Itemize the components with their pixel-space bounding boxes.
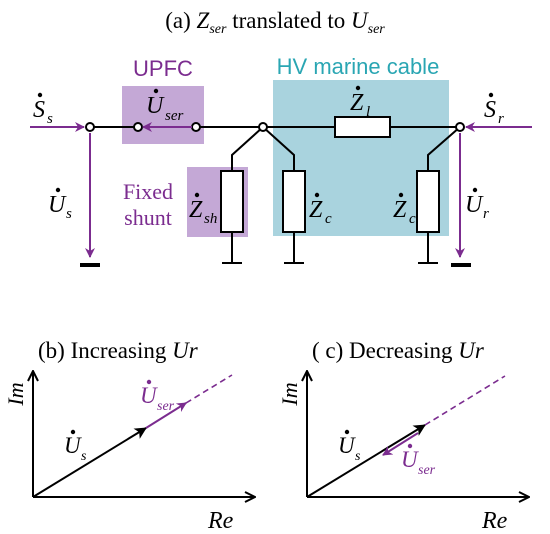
phasor-b-us-dot: [70, 429, 76, 435]
us-dot: [55, 187, 61, 193]
user-main: U: [146, 93, 165, 119]
sr-sub: r: [498, 111, 504, 127]
title-middle: translated to: [226, 8, 351, 33]
phasor-b-us-arrow: [32, 427, 147, 498]
user-sub: ser: [165, 108, 183, 124]
phasor-c-y-label: Im: [277, 382, 302, 406]
phasor-b-us-main: U: [64, 433, 82, 458]
title-u-sub: ser: [368, 22, 386, 37]
ur-dot: [472, 187, 478, 193]
phasor-b-us-label: U s: [64, 429, 87, 464]
phasor-b-user-main: U: [140, 383, 158, 408]
phasor-b-title-text: (b) Increasing: [38, 338, 172, 363]
phasor-c-axes: [307, 371, 529, 497]
circuit-title: (a) Zser translated to User: [165, 8, 385, 37]
phasor-c-user-sub: ser: [418, 463, 436, 478]
phasor-c-us-arrow: [306, 424, 426, 498]
node-upfc-right: [191, 122, 201, 132]
zsh-resistor: [220, 170, 244, 233]
sr-main: S: [484, 97, 496, 123]
cable-label: HV marine cable: [277, 54, 440, 79]
label-sr: S r: [484, 92, 504, 127]
zc2-main: Z: [393, 197, 407, 223]
label-user: U ser: [146, 88, 183, 124]
phasor-b-dashed-extension: [185, 374, 233, 404]
ss-dot: [37, 92, 43, 98]
phasor-b-y-label: Im: [3, 382, 28, 406]
ss-sub: s: [47, 111, 53, 127]
zc2-sub: c: [409, 211, 416, 227]
upfc-label: UPFC: [133, 56, 193, 81]
node-mid: [258, 122, 268, 132]
title-z: Z: [197, 8, 210, 33]
label-zc2: Z c: [393, 192, 416, 227]
zc1-dot: [314, 192, 320, 198]
label-ur: U r: [465, 187, 489, 222]
phasor-c-us-main: U: [338, 433, 356, 458]
phasor-c-dashed-extension: [424, 375, 506, 426]
circuit-wires: [90, 126, 461, 264]
phasor-b-user-dot: [146, 379, 152, 385]
node-upfc-left: [133, 122, 143, 132]
label-zsh: Z sh: [189, 192, 217, 227]
phasor-c-us-label: U s: [338, 429, 361, 464]
zc1-resistor: [282, 170, 306, 233]
phasor-b-user-arrow: [145, 402, 187, 429]
phasor-c-title-var: Ur: [458, 338, 485, 363]
label-us: U s: [48, 187, 72, 222]
user-dot: [153, 88, 159, 94]
ur-main: U: [465, 192, 484, 218]
us-sub: s: [66, 206, 72, 222]
phasor-c-title-text: ( c) Decreasing: [312, 338, 458, 363]
phasor-b-x-label: Re: [207, 508, 234, 534]
zc1-main: Z: [309, 197, 323, 223]
phasor-b-title: (b) Increasing Ur: [38, 338, 199, 363]
us-main: U: [48, 192, 67, 218]
shunt-label-line2: shunt: [124, 205, 172, 230]
zl-resistor: [334, 116, 391, 138]
title-prefix: (a): [165, 8, 196, 33]
phasor-b-us-sub: s: [81, 449, 87, 464]
phasor-c-title: ( c) Decreasing Ur: [312, 338, 485, 363]
node-r: [455, 122, 465, 132]
phasor-b-user-sub: ser: [157, 399, 175, 414]
shunt-label-line1: Fixed: [123, 179, 173, 204]
phasor-c-user-main: U: [401, 447, 419, 472]
phasor-b-axes: [33, 371, 255, 497]
title-u: U: [351, 8, 369, 33]
phasor-b-title-var: Ur: [172, 338, 199, 363]
label-zc1: Z c: [309, 192, 332, 227]
title-z-sub: ser: [209, 22, 227, 37]
phasor-c-x-label: Re: [481, 508, 508, 534]
zc2-dot: [398, 192, 404, 198]
phasor-c-user-dot: [407, 443, 413, 449]
zsh-sub: sh: [204, 211, 217, 227]
zsh-dot: [194, 192, 200, 198]
zl-sub: l: [366, 104, 370, 120]
zl-dot: [355, 85, 361, 91]
zc2-resistor: [416, 170, 440, 233]
label-ss: S s: [33, 92, 53, 127]
ur-sub: r: [483, 206, 489, 222]
phasor-c-user-label: U ser: [401, 443, 436, 478]
sr-dot: [488, 92, 494, 98]
zc1-sub: c: [325, 211, 332, 227]
node-s: [85, 122, 95, 132]
zl-main: Z: [350, 90, 364, 116]
phasor-c-us-dot: [344, 429, 350, 435]
phasor-c-user-arrow: [382, 432, 419, 456]
zsh-main: Z: [189, 197, 203, 223]
upfc-box: [122, 86, 204, 144]
label-zl: Z l: [350, 85, 370, 120]
phasor-c-us-sub: s: [355, 449, 361, 464]
ss-main: S: [33, 97, 45, 123]
phasor-b-user-label: U ser: [140, 379, 175, 414]
